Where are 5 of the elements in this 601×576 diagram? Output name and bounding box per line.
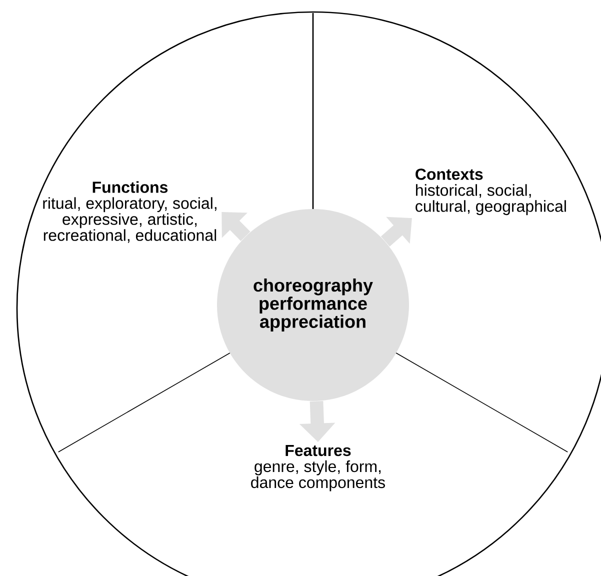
sector-text: Features genre, style, form, dance components (251, 444, 385, 492)
sector-text: Contexts historical, social, cultural, geographical (416, 168, 566, 216)
arrow (380, 216, 412, 246)
sector-text: Functions ritual, exploratory, social, expressive, artistic, recreational, educational (43, 181, 216, 243)
arrow (222, 212, 250, 242)
